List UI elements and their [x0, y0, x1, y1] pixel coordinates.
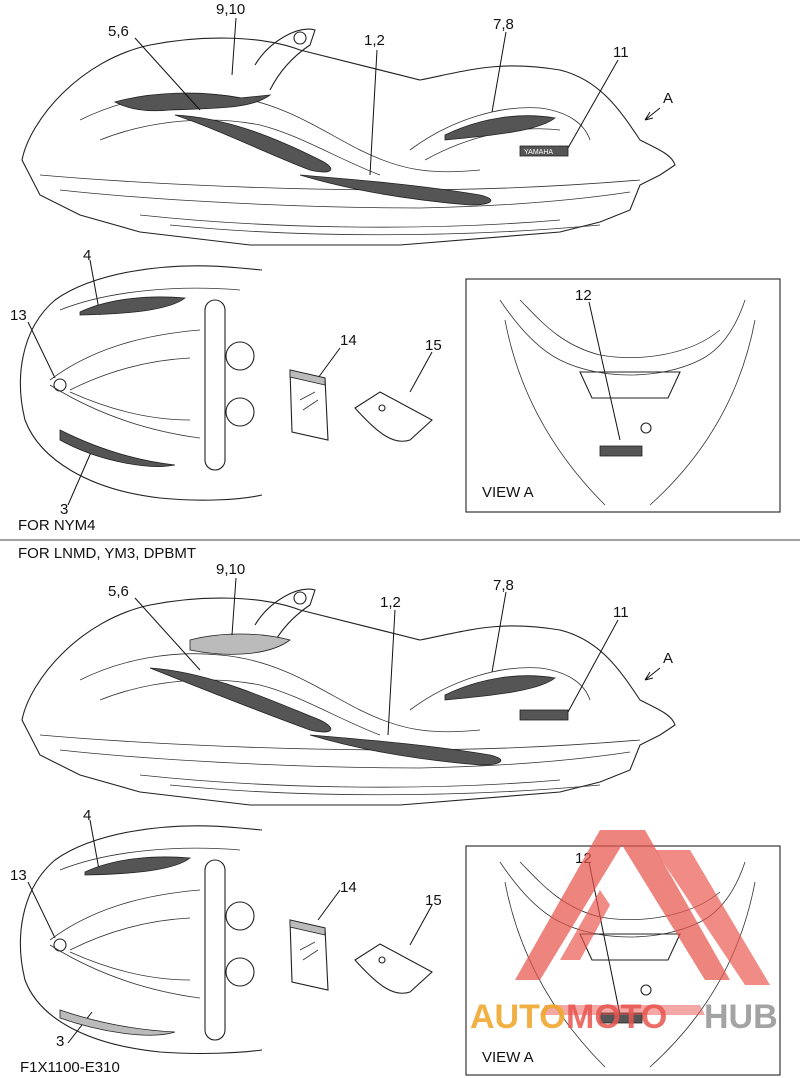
top-view-a-drawing [499, 299, 756, 506]
section-heading: FOR LNMD, YM3, DPBMT [18, 545, 196, 562]
view-a-caption: VIEW A [482, 484, 534, 501]
label-13: 13 [10, 307, 27, 324]
bottom-part-15-pouch [354, 943, 433, 994]
figure-code: F1X1100-E310 [20, 1059, 120, 1076]
label-11: 11 [613, 44, 629, 61]
bottom-part-14-sticker [289, 919, 329, 991]
label-14: 14 [340, 332, 357, 349]
label-15-b: 15 [425, 892, 442, 909]
label-7-8: 7,8 [493, 16, 514, 33]
watermark-logo [515, 830, 770, 1015]
label-7-8-b: 7,8 [493, 577, 514, 594]
label-15: 15 [425, 337, 442, 354]
bottom-jetski-side-view [21, 588, 676, 806]
label-a-b: A [663, 650, 673, 667]
label-3-b: 3 [56, 1033, 64, 1050]
label-11-b: 11 [613, 604, 629, 621]
top-part-15-pouch [354, 391, 433, 442]
label-12: 12 [575, 287, 592, 304]
label-5-6: 5,6 [108, 23, 129, 40]
top-front-view [19, 265, 263, 501]
label-5-6-b: 5,6 [108, 583, 129, 600]
view-a-caption-b: VIEW A [482, 1049, 534, 1066]
watermark-text-1: AUTO [470, 998, 566, 1036]
label-4: 4 [83, 247, 91, 264]
label-1-2: 1,2 [364, 32, 385, 49]
bottom-front-view [19, 825, 263, 1055]
label-3: 3 [60, 501, 68, 518]
label-4-b: 4 [83, 807, 91, 824]
label-a: A [663, 90, 673, 107]
top-view-a-box [465, 278, 781, 513]
label-13-b: 13 [10, 867, 27, 884]
label-9-10: 9,10 [216, 1, 245, 18]
top-leader-lines [27, 17, 621, 506]
watermark-text-3: HUB [704, 998, 778, 1036]
badge-text: YAMAHA [524, 149, 553, 156]
bottom-view-a-drawing [499, 861, 756, 1068]
watermark-text-2: MOTO [566, 998, 667, 1036]
top-part-14-sticker [289, 369, 329, 441]
label-14-b: 14 [340, 879, 357, 896]
label-9-10-b: 9,10 [216, 561, 245, 578]
label-1-2-b: 1,2 [380, 594, 401, 611]
bottom-leader-lines [27, 577, 621, 1044]
top-jetski-side-view: YAMAHA [21, 28, 676, 246]
variant-caption: FOR NYM4 [18, 517, 96, 534]
